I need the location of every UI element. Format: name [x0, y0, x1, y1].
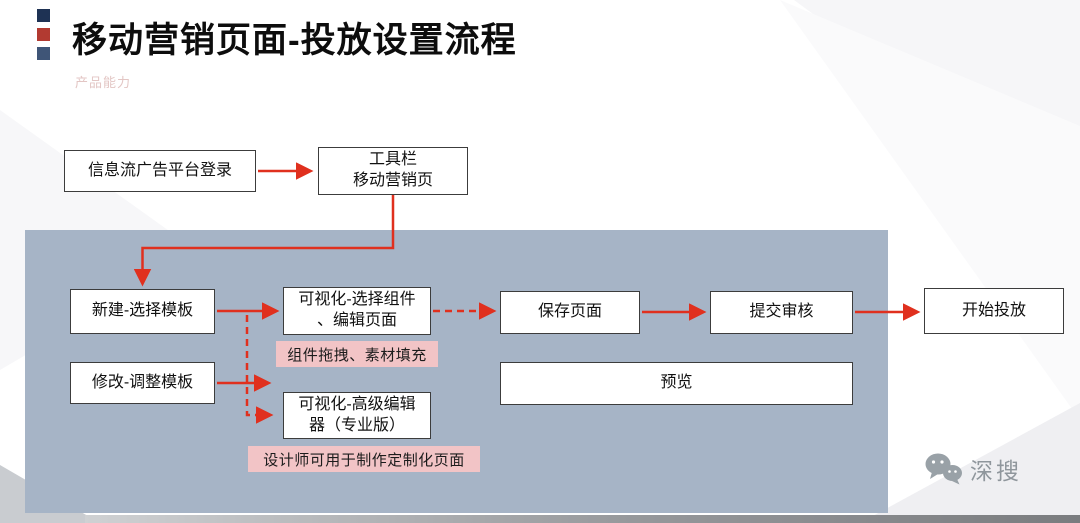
node-toolbar-line2: 移动营销页: [352, 172, 433, 189]
title-bullet-slate: [37, 47, 50, 60]
annotation-drag-fill: 组件拖拽、素材填充: [276, 341, 438, 367]
node-preview: 预览: [500, 362, 853, 405]
node-submit-review: 提交审核: [710, 291, 853, 334]
title-bullets: [37, 9, 50, 66]
bottom-bar: [85, 515, 1080, 523]
node-advanced-editor-line2: 器（专业版）: [308, 416, 405, 434]
watermark: 深搜: [924, 451, 1022, 487]
node-visual-edit-line1: 可视化-选择组件: [298, 291, 416, 309]
title-bullet-red: [37, 28, 50, 41]
node-advanced-editor-line1: 可视化-高级编辑: [298, 395, 416, 413]
node-advanced-editor: 可视化-高级编辑 器（专业版）: [283, 392, 431, 439]
node-save-page: 保存页面: [500, 291, 640, 334]
node-toolbar-line1: 工具栏: [368, 151, 417, 169]
wechat-icon: [925, 453, 962, 485]
title-bullet-navy: [37, 9, 50, 22]
page-title: 移动营销页面-投放设置流程: [72, 21, 517, 60]
annotation-designer: 设计师可用于制作定制化页面: [248, 446, 480, 472]
node-visual-edit-line2: 、编辑页面: [316, 312, 397, 329]
watermark-text: 深搜: [970, 458, 1022, 484]
node-modify-template: 修改-调整模板: [70, 362, 215, 404]
node-visual-edit: 可视化-选择组件 、编辑页面: [283, 287, 431, 335]
subtitle: 产品能力: [75, 75, 132, 90]
node-start-delivery: 开始投放: [924, 288, 1064, 334]
node-create-template: 新建-选择模板: [70, 289, 215, 334]
node-toolbar: 工具栏 移动营销页: [318, 147, 468, 195]
node-login: 信息流广告平台登录: [64, 150, 256, 192]
